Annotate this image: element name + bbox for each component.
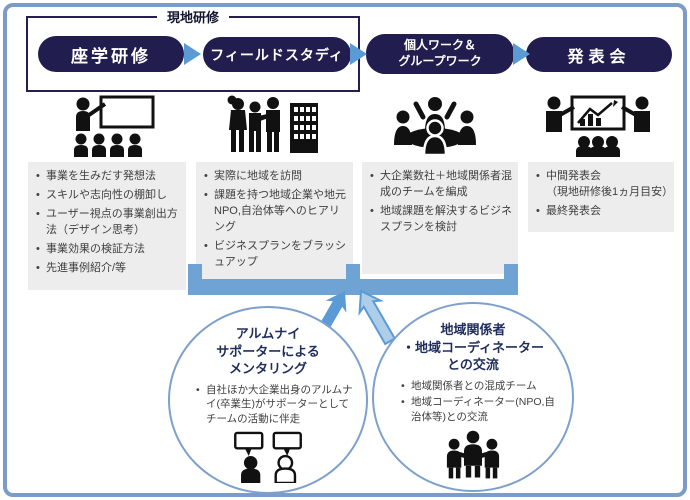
bullet-item: 地域関係者との混成チーム xyxy=(401,379,559,394)
bullet-item: 実際に地域を訪問 xyxy=(203,169,348,185)
circle-title-line: アルムナイ xyxy=(235,326,301,341)
field-visit-icon xyxy=(227,95,318,153)
stage-detail-panel-lecture: 事業を生みだす発想法スキルや志向性の棚卸しユーザー視点の事業創出方法（デザイン思… xyxy=(28,162,186,290)
group-bracket-bar xyxy=(188,264,518,295)
mentoring-chat-icon xyxy=(234,431,302,483)
community-handshake-icon xyxy=(446,430,500,479)
stage-label-line: フィールドスタディ xyxy=(210,46,344,63)
group-discussion-icon xyxy=(394,97,476,157)
bracket-bar-body xyxy=(188,279,518,295)
bracket-tab xyxy=(188,264,202,280)
bullet-item: 事業を生みだす発想法 xyxy=(35,169,181,185)
bullet-item: スキルや志向性の棚卸し xyxy=(35,188,181,204)
stage-label-line: グループワーク xyxy=(398,54,482,68)
stage-bullet-list: 中間発表会（現地研修後1ヵ月目安） 最終発表会 xyxy=(528,162,674,229)
circle-title-line: ・地域コーディネーター xyxy=(401,339,545,355)
bullet-item: 大企業数社＋地域関係者混成のチームを編成 xyxy=(369,169,513,201)
stage-detail-panel-presentation: 中間発表会（現地研修後1ヵ月目安） 最終発表会 xyxy=(528,162,674,232)
stage-pill-workshop: 個人ワーク＆グループワーク xyxy=(366,34,514,74)
flow-arrow-icon xyxy=(184,43,201,65)
bullet-item: 先進事例紹介/等 xyxy=(35,261,181,277)
bullet-item: ビジネスプランをブラッシュアップ xyxy=(203,239,348,271)
bracket-tab xyxy=(504,264,518,280)
stage-pill-presentation: 発表会 xyxy=(526,37,672,72)
stage-bullet-list: 事業を生みだす発想法スキルや志向性の棚卸しユーザー視点の事業創出方法（デザイン思… xyxy=(28,162,186,286)
classroom-lecture-icon xyxy=(74,95,155,157)
flow-arrow-icon xyxy=(513,43,530,65)
onsite-training-label: 現地研修 xyxy=(156,7,230,26)
circle-title: アルムナイサポーターによるメンタリング xyxy=(216,325,320,378)
bullet-note: （現地研修後1ヵ月目安） xyxy=(546,185,674,198)
bullet-item: ユーザー視点の事業創出方法（デザイン思考） xyxy=(35,207,181,239)
circle-title: 地域関係者・地域コーディネーターとの交流 xyxy=(402,321,544,374)
bullet-item: 自社ほか大企業出身のアルムナイ(卒業生)がサポーターとしてチームの活動に伴走 xyxy=(196,383,354,427)
stage-pill-field-study: フィールドスタディ xyxy=(203,37,351,72)
presentation-review-icon xyxy=(546,95,650,157)
circle-title-line: サポーターによる xyxy=(216,343,320,359)
bullet-item: 地域課題を解決するビジネスプランを検討 xyxy=(369,204,513,236)
bullet-item: 中間発表会（現地研修後1ヵ月目安） xyxy=(535,169,674,201)
stage-label-line: 発表会 xyxy=(567,48,631,66)
flow-arrow-icon xyxy=(350,43,367,65)
bullet-item: 最終発表会 xyxy=(535,204,669,220)
stage-pill-lecture: 座学研修 xyxy=(38,36,184,72)
circle-title-line: メンタリング xyxy=(228,361,307,377)
stage-detail-panel-workshop: 大企業数社＋地域関係者混成のチームを編成地域課題を解決するビジネスプランを検討 xyxy=(362,162,518,274)
stage-detail-panel-field-study: 実際に地域を訪問課題を持つ地域企業や地元NPO,自治体等へのヒアリングビジネスプ… xyxy=(196,162,353,280)
circle-bullet-list: 自社ほか大企業出身のアルムナイ(卒業生)がサポーターとしてチームの活動に伴走 xyxy=(182,383,354,429)
circle-bullet-list: 地域関係者との混成チーム地域コーディネーター(NPO,自治体等)との交流 xyxy=(387,379,559,427)
circle-title-line: 地域関係者 xyxy=(440,322,506,337)
bullet-item: 事業効果の検証方法 xyxy=(35,242,181,258)
circle-title-line: との交流 xyxy=(447,357,499,373)
stage-bullet-list: 実際に地域を訪問課題を持つ地域企業や地元NPO,自治体等へのヒアリングビジネスプ… xyxy=(196,162,353,280)
bracket-tab xyxy=(346,264,360,280)
onsite-training-groupbox: 現地研修 xyxy=(26,7,360,92)
stage-label-line: 座学研修 xyxy=(71,46,151,66)
bullet-item: 地域コーディネーター(NPO,自治体等)との交流 xyxy=(401,395,559,424)
stage-bullet-list: 大企業数社＋地域関係者混成のチームを編成地域課題を解決するビジネスプランを検討 xyxy=(362,162,518,245)
stage-label-line: 個人ワーク＆ xyxy=(403,38,476,53)
bullet-item: 課題を持つ地域企業や地元NPO,自治体等へのヒアリング xyxy=(203,188,348,236)
